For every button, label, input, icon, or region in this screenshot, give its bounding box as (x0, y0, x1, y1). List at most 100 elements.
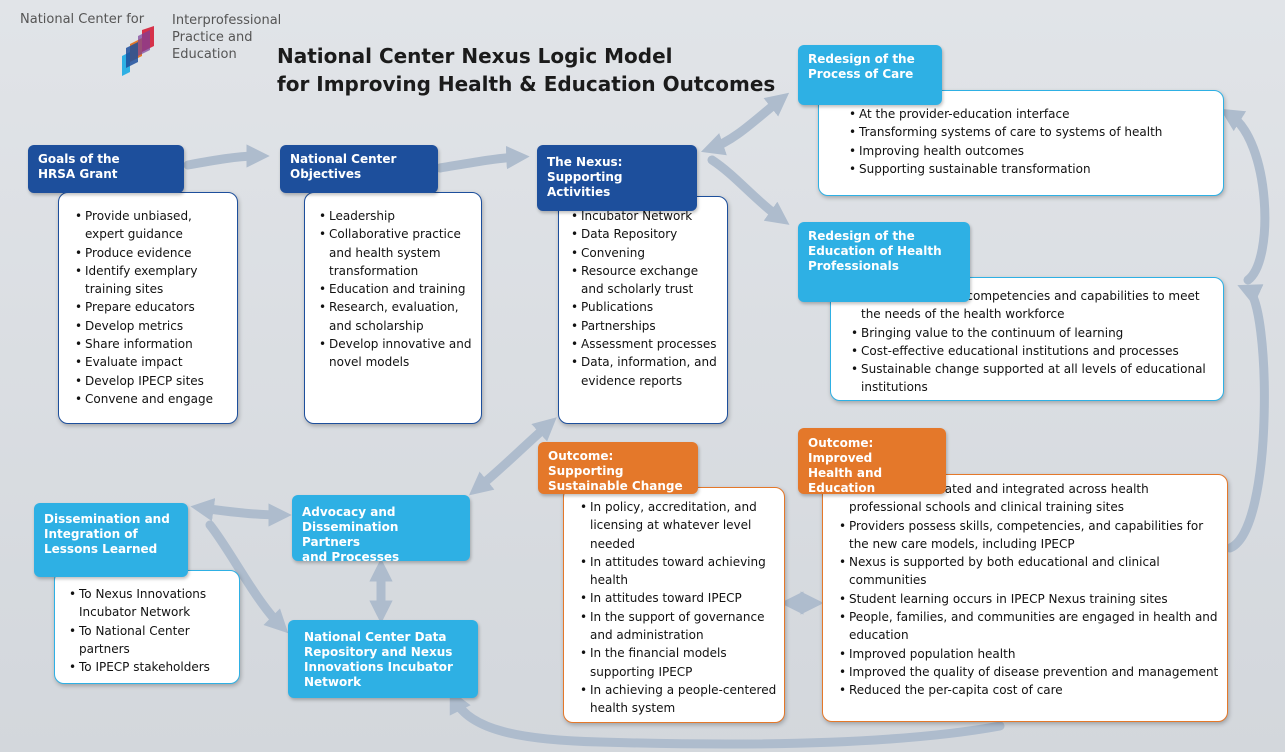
dissemination-item: To IPECP stakeholders (67, 658, 233, 677)
logo-text-left: National Center for (20, 12, 145, 27)
education-heading-line: Professionals (808, 259, 899, 273)
nexus-heading-line: The Nexus: (547, 155, 623, 169)
nexus-logo-icon (122, 26, 154, 76)
objectives-list: Leadership Collaborative practice and he… (317, 207, 475, 372)
sustainable-item: In the support of governance and adminis… (578, 608, 778, 645)
care-item: Transforming systems of care to systems … (847, 123, 1215, 142)
education-item: Cost-effective educational institutions … (849, 342, 1215, 361)
goals-heading: Goals of the HRSA Grant (28, 145, 184, 193)
advocacy-line: Advocacy and (302, 505, 396, 519)
dissemination-heading-line: Dissemination and (44, 512, 170, 526)
arrow-advocacy-nexus (468, 417, 557, 496)
arrow-objectives-nexus (435, 145, 530, 173)
objectives-heading-line: Objectives (290, 167, 362, 181)
dissemination-box: To Nexus Innovations Incubator Network T… (54, 570, 240, 684)
care-item: At the provider-education interface (847, 105, 1215, 124)
sustainable-item: In policy, accreditation, and licensing … (578, 498, 778, 553)
education-heading-line: Redesign of the (808, 229, 915, 243)
goals-heading-line: HRSA Grant (38, 167, 118, 181)
improved-box: IPECP is coordinated and integrated acro… (822, 474, 1228, 722)
improved-item: Providers possess skills, competencies, … (837, 517, 1219, 554)
nexus-item: Partnerships (569, 317, 723, 336)
arrow-feedback-right (1225, 284, 1269, 553)
education-list: Embedded skills, competencies and capabi… (849, 287, 1215, 397)
objectives-item: Develop innovative and novel models (317, 335, 475, 372)
organization-logo: National Center for Interprofessional Pr… (0, 0, 290, 85)
sustainable-heading-line: Sustainable Change (548, 479, 683, 493)
nexus-box: Incubator Network Data Repository Conven… (558, 196, 728, 424)
goals-list: Provide unbiased, expert guidance Produc… (73, 207, 229, 409)
objectives-item: Leadership (317, 207, 475, 226)
sustainable-list: In policy, accreditation, and licensing … (578, 498, 778, 718)
goals-item: Develop metrics (73, 317, 229, 336)
objectives-heading: National Center Objectives (280, 145, 438, 193)
sustainable-item: In achieving a people-centered health sy… (578, 681, 778, 718)
arrow-goals-objectives (183, 144, 270, 170)
care-heading-line: Process of Care (808, 67, 914, 81)
education-box: Embedded skills, competencies and capabi… (830, 277, 1224, 401)
dissemination-heading-line: Integration of (44, 527, 138, 541)
repository-line: National Center Data (304, 630, 447, 644)
nexus-heading: The Nexus: Supporting Activities (537, 145, 697, 211)
logo-line: Interprofessional (172, 13, 282, 28)
goals-box: Provide unbiased, expert guidance Produc… (58, 192, 238, 424)
education-item: Bringing value to the continuum of learn… (849, 324, 1215, 343)
sustainable-item: In attitudes toward achieving health (578, 553, 778, 590)
sustainable-heading-line: Outcome: Supporting (548, 449, 624, 478)
dissemination-heading: Dissemination and Integration of Lessons… (34, 503, 188, 577)
arrow-dissemination-repository (205, 520, 289, 634)
repository-line: Innovations Incubator (304, 660, 453, 674)
repository-line: Repository and Nexus (304, 645, 453, 659)
sustainable-item: In the financial models supporting IPECP (578, 644, 778, 681)
care-item: Improving health outcomes (847, 142, 1215, 161)
advocacy-line: Dissemination Partners (302, 520, 399, 549)
advocacy-node: Advocacy and Dissemination Partners and … (292, 495, 470, 564)
improved-list: IPECP is coordinated and integrated acro… (837, 480, 1219, 700)
improved-item: People, families, and communities are en… (837, 608, 1219, 645)
goals-item: Identify exemplary training sites (73, 262, 229, 299)
arrow-nexus-education (707, 155, 790, 225)
goals-item: Develop IPECP sites (73, 372, 229, 391)
nexus-item: Resource exchange and scholarly trust (569, 262, 723, 299)
nexus-list: Incubator Network Data Repository Conven… (569, 207, 723, 390)
arrow-dissemination-advocacy (190, 498, 292, 527)
nexus-item: Assessment processes (569, 335, 723, 354)
nexus-item: Convening (569, 244, 723, 263)
logo-line: Education (172, 47, 237, 62)
sustainable-item: In attitudes toward IPECP (578, 589, 778, 608)
goals-heading-line: Goals of the (38, 152, 120, 166)
nexus-item: Publications (569, 298, 723, 317)
objectives-box: Leadership Collaborative practice and he… (304, 192, 482, 424)
advocacy-line: and Processes (302, 550, 400, 564)
objectives-heading-line: National Center (290, 152, 397, 166)
improved-heading-line: Health and Education (808, 466, 883, 495)
goals-item: Convene and engage (73, 390, 229, 409)
dissemination-heading-line: Lessons Learned (44, 542, 158, 556)
nexus-item: Incubator Network (569, 207, 723, 226)
improved-heading: Outcome: Improved Health and Education (798, 428, 946, 495)
repository-node: National Center Data Repository and Nexu… (288, 620, 478, 698)
education-item: Sustainable change supported at all leve… (849, 360, 1215, 397)
dissemination-list: To Nexus Innovations Incubator Network T… (67, 585, 233, 677)
care-item: Supporting sustainable transformation (847, 160, 1215, 179)
dissemination-item: To Nexus Innovations Incubator Network (67, 585, 233, 622)
nexus-item: Data Repository (569, 225, 723, 244)
care-heading: Redesign of the Process of Care (798, 45, 942, 105)
objectives-item: Research, evaluation, and scholarship (317, 298, 475, 335)
education-heading-line: Education of Health (808, 244, 942, 258)
title-line: for Improving Health & Education Outcome… (277, 72, 776, 96)
arrow-feedback-top (1220, 108, 1270, 285)
education-heading: Redesign of the Education of Health Prof… (798, 222, 970, 302)
page-title: National Center Nexus Logic Model for Im… (277, 42, 797, 98)
care-heading-line: Redesign of the (808, 52, 915, 66)
objectives-item: Collaborative practice and health system… (317, 225, 475, 280)
improved-item: Student learning occurs in IPECP Nexus t… (837, 590, 1219, 609)
improved-heading-line: Outcome: Improved (808, 436, 874, 465)
nexus-heading-line: Supporting Activities (547, 170, 623, 199)
sustainable-heading: Outcome: Supporting Sustainable Change (538, 442, 698, 494)
logo-text-right: Interprofessional Practice and Education (172, 12, 281, 63)
repository-line: Network (304, 675, 362, 689)
title-line: National Center Nexus Logic Model (277, 44, 673, 68)
